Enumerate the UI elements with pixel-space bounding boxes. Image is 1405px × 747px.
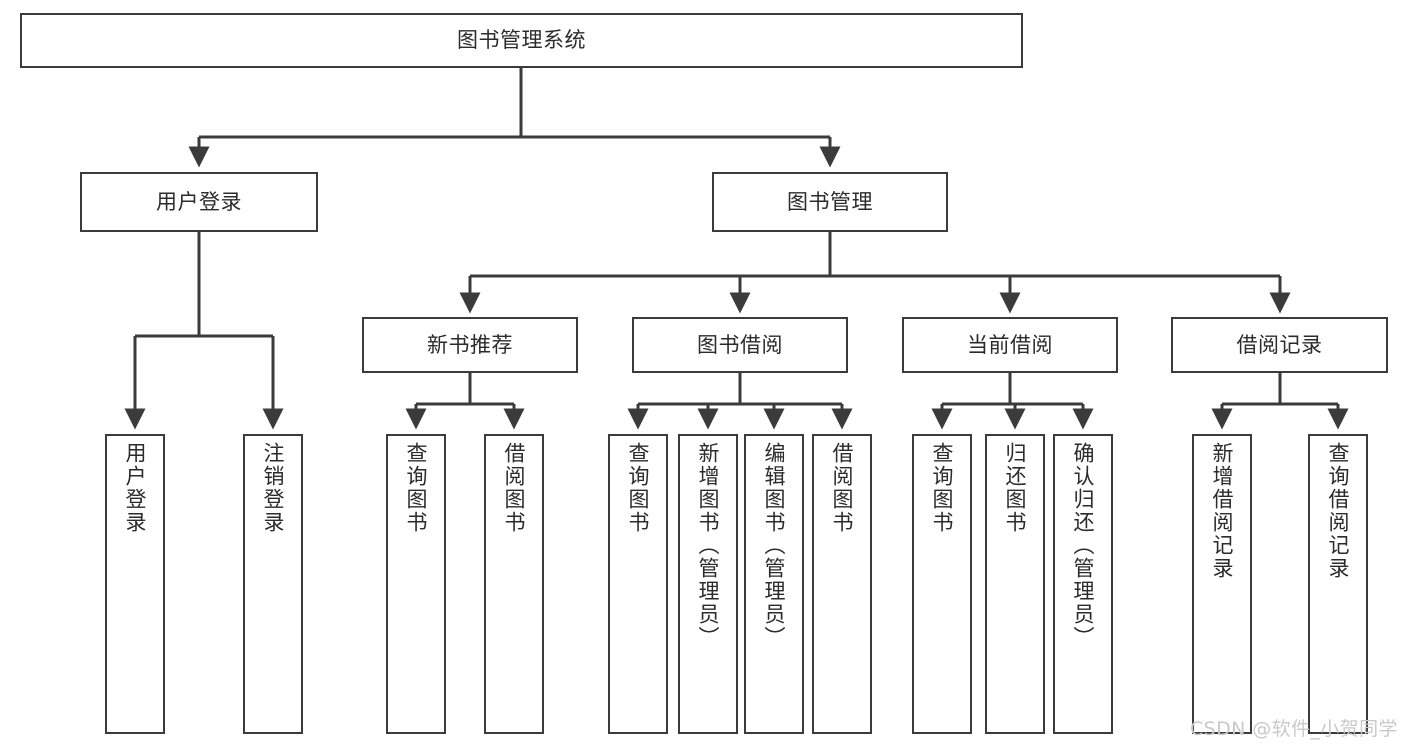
leaf-query-record-label: 查询借阅记录 xyxy=(1326,442,1351,580)
leaf-return-book[interactable]: 归还图书 xyxy=(985,434,1045,734)
node-book-management[interactable]: 图书管理 xyxy=(712,172,948,232)
leaf-return-book-label: 归还图书 xyxy=(1003,442,1028,534)
leaf-query-book-3[interactable]: 查询图书 xyxy=(912,434,972,734)
node-root-label: 图书管理系统 xyxy=(457,28,586,53)
leaf-query-book-2-label: 查询图书 xyxy=(626,442,651,534)
node-book-borrow[interactable]: 图书借阅 xyxy=(632,317,848,373)
node-borrow-record[interactable]: 借阅记录 xyxy=(1171,317,1388,373)
csdn-watermark: CSDN @软件_小贺同学 xyxy=(1190,718,1398,740)
node-root[interactable]: 图书管理系统 xyxy=(20,13,1023,68)
leaf-borrow-book-1[interactable]: 借阅图书 xyxy=(484,434,544,734)
leaf-user-login[interactable]: 用户登录 xyxy=(105,434,165,734)
leaf-confirm-return-label: 确认归还（管理员） xyxy=(1071,442,1096,649)
node-new-book-recommend-label: 新书推荐 xyxy=(427,332,513,357)
node-current-borrow-label: 当前借阅 xyxy=(967,332,1053,357)
leaf-query-book-3-label: 查询图书 xyxy=(930,442,955,534)
leaf-add-book-label: 新增图书（管理员） xyxy=(696,442,721,649)
leaf-confirm-return[interactable]: 确认归还（管理员） xyxy=(1053,434,1113,734)
leaf-add-book[interactable]: 新增图书（管理员） xyxy=(678,434,738,734)
leaf-add-record-label: 新增借阅记录 xyxy=(1210,442,1235,580)
leaf-edit-book[interactable]: 编辑图书（管理员） xyxy=(744,434,804,734)
leaf-borrow-book-2[interactable]: 借阅图书 xyxy=(812,434,872,734)
leaf-query-book-1[interactable]: 查询图书 xyxy=(386,434,446,734)
leaf-query-book-2[interactable]: 查询图书 xyxy=(608,434,668,734)
node-user-login[interactable]: 用户登录 xyxy=(80,172,318,232)
leaf-add-record[interactable]: 新增借阅记录 xyxy=(1192,434,1252,734)
node-new-book-recommend[interactable]: 新书推荐 xyxy=(362,317,578,373)
node-book-borrow-label: 图书借阅 xyxy=(697,332,783,357)
leaf-user-login-label: 用户登录 xyxy=(123,442,148,534)
node-book-management-label: 图书管理 xyxy=(787,189,873,214)
leaf-user-logout[interactable]: 注销登录 xyxy=(243,434,303,734)
leaf-user-logout-label: 注销登录 xyxy=(261,442,286,534)
node-user-login-label: 用户登录 xyxy=(156,189,242,214)
leaf-borrow-book-2-label: 借阅图书 xyxy=(830,442,855,534)
leaf-query-book-1-label: 查询图书 xyxy=(404,442,429,534)
leaf-edit-book-label: 编辑图书（管理员） xyxy=(762,442,787,649)
node-current-borrow[interactable]: 当前借阅 xyxy=(902,317,1118,373)
node-borrow-record-label: 借阅记录 xyxy=(1236,332,1323,357)
leaf-borrow-book-1-label: 借阅图书 xyxy=(502,442,527,534)
leaf-query-record[interactable]: 查询借阅记录 xyxy=(1308,434,1368,734)
